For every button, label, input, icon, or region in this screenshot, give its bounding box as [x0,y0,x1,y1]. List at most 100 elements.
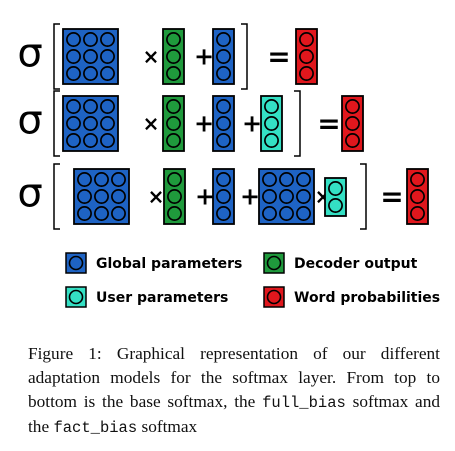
fact-bias-softmax-sigma: σ [17,171,42,217]
full-bias-softmax-global-matrix-cell [66,116,81,131]
full-bias-softmax-plus: + [242,110,262,138]
base-softmax-decoder-vector-cell [166,32,181,47]
base-softmax-global-matrix-cell [100,32,115,47]
base-softmax-decoder-vector-cell [166,49,181,64]
full-bias-softmax-plus: + [194,110,214,138]
fact-bias-softmax-global-matrix-cell [77,172,92,187]
full-bias-softmax-sigma: σ [17,98,42,144]
fact-bias-softmax-global-matrix-box [73,168,130,225]
base-softmax-word-probabilities-cell [299,49,314,64]
fact-bias-softmax-global-matrix-cell [94,189,109,204]
base-softmax-global-matrix [62,28,119,85]
legend-user-label: User parameters [96,290,228,306]
base-softmax-word-probabilities-cell [299,32,314,47]
fact-bias-softmax-global-matrix-2-cell [279,206,294,221]
fact-bias-softmax-global-matrix-2-cell [262,172,277,187]
base-softmax-global-matrix-cell [100,49,115,64]
full-bias-softmax-global-matrix-cell [100,116,115,131]
caption-text-2: softmax and the [28,392,440,436]
base-softmax-decoder-vector [162,28,185,85]
caption-code-fact-bias: fact_bias [53,419,138,437]
base-softmax-global-vector-cell [216,32,231,47]
base-softmax-global-vector-cell [216,49,231,64]
base-softmax-global-matrix-cell [83,49,98,64]
fact-bias-softmax-user-vector-small-cell [328,198,343,213]
base-softmax-word-probabilities [295,28,318,85]
fact-bias-softmax-word-probabilities-cell [410,189,425,204]
fact-bias-softmax-word-probabilities-cell [410,206,425,221]
fact-bias-softmax-global-matrix-2-cell [279,189,294,204]
caption-text-1: Graphical representation of our differen… [28,344,440,411]
full-bias-softmax-equals: = [317,107,340,140]
fact-bias-softmax-decoder-vector-cell [167,189,182,204]
base-softmax-decoder-vector-cell [166,66,181,81]
base-softmax-sigma: σ [17,31,42,77]
fact-bias-softmax-decoder-vector [163,168,186,225]
full-bias-softmax-decoder-vector-cell [166,133,181,148]
full-bias-softmax-global-matrix [62,95,119,152]
fact-bias-softmax-global-matrix-2-cell [296,206,311,221]
full-bias-softmax-word-probabilities-cell [345,99,360,114]
full-bias-softmax-decoder-vector-cell [166,99,181,114]
fact-bias-softmax-global-matrix-2-cell [262,189,277,204]
fact-bias-softmax-right-bracket [360,163,367,230]
full-bias-softmax-word-probabilities-cell [345,133,360,148]
fact-bias-softmax-global-matrix-cell [94,206,109,221]
full-bias-softmax-word-probabilities-cell [345,116,360,131]
legend-decoder-label: Decoder output [294,256,418,272]
fact-bias-softmax-plus: + [240,183,260,211]
full-bias-softmax-global-matrix-cell [83,116,98,131]
fact-bias-softmax-global-matrix-2-cell [279,172,294,187]
fact-bias-softmax-global-matrix-cell [111,189,126,204]
full-bias-softmax-global-matrix-cell [66,99,81,114]
legend-user-swatch-cell [68,289,84,305]
fact-bias-softmax-global-matrix-2 [258,168,315,225]
full-bias-softmax-decoder-vector [162,95,185,152]
caption-label: Figure 1: [28,344,102,363]
base-softmax-global-matrix-cell [83,32,98,47]
full-bias-softmax-times: × [143,112,160,136]
legend-global-swatch-cell [68,255,84,271]
full-bias-softmax-global-vector [212,95,235,152]
fact-bias-softmax-global-vector-cell [216,172,231,187]
base-softmax-global-matrix-cell [100,66,115,81]
fact-bias-softmax-global-matrix-2-cell [262,206,277,221]
base-softmax-global-matrix-box [62,28,119,85]
fact-bias-softmax-user-vector-small-cell [328,181,343,196]
fact-bias-softmax-decoder-vector-cell [167,206,182,221]
full-bias-softmax-left-bracket [53,90,60,157]
full-bias-softmax-global-vector-cell [216,99,231,114]
legend-decoder-swatch-cell [266,255,282,271]
full-bias-softmax-user-vector-cell [264,133,279,148]
full-bias-softmax-global-matrix-cell [83,133,98,148]
fact-bias-softmax-global-matrix-cell [77,206,92,221]
caption-code-full-bias: full_bias [262,394,346,412]
legend-word-label: Word probabilities [294,290,440,306]
base-softmax-global-matrix-cell [66,66,81,81]
fact-bias-softmax-global-matrix-cell [111,206,126,221]
fact-bias-softmax-global-vector-cell [216,206,231,221]
fact-bias-softmax-left-bracket [53,163,60,230]
fact-bias-softmax-global-matrix-2-box [258,168,315,225]
fact-bias-softmax-global-matrix [73,168,130,225]
base-softmax-equals: = [267,40,290,73]
fact-bias-softmax-global-vector-cell [216,189,231,204]
base-softmax-global-vector-cell [216,66,231,81]
fact-bias-softmax-global-matrix-2-cell [296,189,311,204]
full-bias-softmax-global-vector-cell [216,116,231,131]
fact-bias-softmax-plus: + [195,183,215,211]
figure-caption: Figure 1: Graphical representation of ou… [28,342,440,440]
base-softmax-global-vector [212,28,235,85]
full-bias-softmax-right-bracket [294,90,301,157]
fact-bias-softmax-global-matrix-2-cell [296,172,311,187]
fact-bias-softmax-user-vector-small-box [324,177,347,217]
full-bias-softmax-word-probabilities [341,95,364,152]
base-softmax-global-matrix-cell [66,32,81,47]
fact-bias-softmax-global-matrix-cell [94,172,109,187]
full-bias-softmax-global-matrix-cell [83,99,98,114]
full-bias-softmax-user-vector [260,95,283,152]
fact-bias-softmax-global-vector [212,168,235,225]
fact-bias-softmax-word-probabilities-cell [410,172,425,187]
full-bias-softmax-global-vector-cell [216,133,231,148]
full-bias-softmax-user-vector-cell [264,99,279,114]
